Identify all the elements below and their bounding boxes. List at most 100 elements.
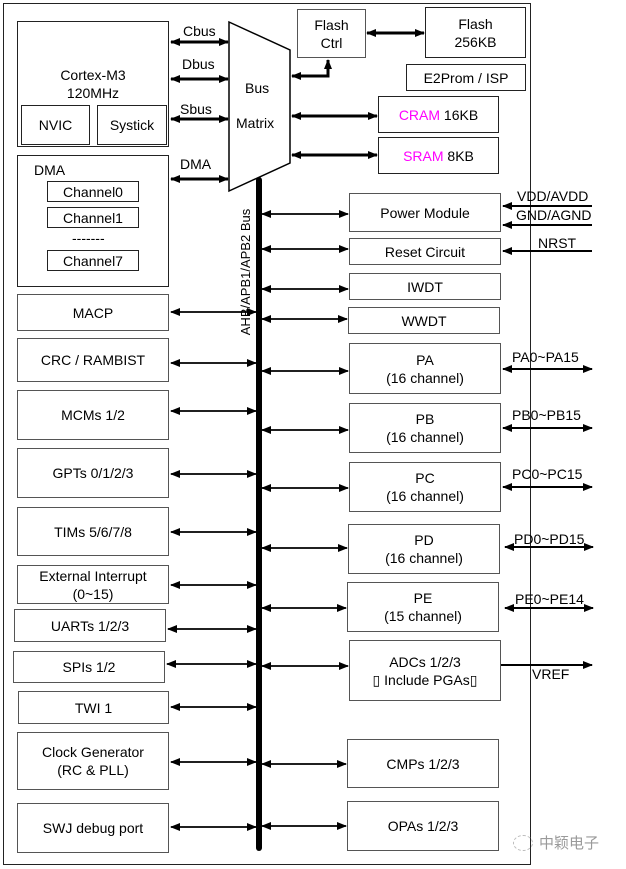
sbus-label: Sbus <box>180 101 212 117</box>
dma-channel-0: Channel0 <box>47 181 139 202</box>
e2prom-label: E2Prom / ISP <box>423 69 509 86</box>
gpts-block: GPTs 0/1/2/3 <box>17 448 169 498</box>
cram-size: 16KB <box>440 106 479 123</box>
flash-ctrl-arrow <box>291 59 332 80</box>
pb-label: (16 channel) <box>386 429 464 445</box>
pd-label: PD <box>414 532 434 548</box>
gpts-label: GPTs 0/1/2/3 <box>52 465 134 481</box>
sram-size: 8KB <box>443 147 474 164</box>
mcms-block: MCMs 1/2 <box>17 390 169 440</box>
flash-label-2: 256KB <box>454 33 497 50</box>
spis-block: SPIs 1/2 <box>13 651 165 683</box>
sram-name: SRAM <box>403 147 444 164</box>
bus-matrix-label-1: Bus <box>245 80 270 96</box>
watermark: 中颖电子 <box>513 832 599 853</box>
spis-label: SPIs 1/2 <box>62 659 116 675</box>
pd-pin-label: PD0~PD15 <box>514 531 585 547</box>
twi-block: TWI 1 <box>18 691 169 724</box>
adcs-block: ADCs 1/2/3▯ Include PGAs▯ <box>349 640 501 701</box>
tims-block: TIMs 5/6/7/8 <box>17 507 169 556</box>
crc-label: CRC / RAMBIST <box>40 352 146 368</box>
dbus-label: Dbus <box>182 56 215 72</box>
pd-label: (16 channel) <box>385 550 463 566</box>
bus-matrix-label-2: Matrix <box>236 115 275 131</box>
channel-label: Channel7 <box>63 252 123 269</box>
wwdt-label: WWDT <box>401 312 447 329</box>
pa-label: PA <box>416 351 434 368</box>
pd-block: PD (16 channel) <box>348 524 500 574</box>
clock-label: (RC & PLL) <box>57 762 129 778</box>
mcms-label: MCMs 1/2 <box>61 407 125 423</box>
chip-boundary <box>3 3 531 865</box>
swj-block: SWJ debug port <box>17 803 169 853</box>
macp-block: MACP <box>17 294 169 331</box>
reset-label: Reset Circuit <box>384 243 466 260</box>
bus-matrix-shape <box>228 20 291 193</box>
dma-bus-label: DMA <box>180 156 212 172</box>
pe-block: PE (15 channel) <box>347 582 499 632</box>
dma-channel-7: Channel7 <box>47 250 139 271</box>
nvic-label: NVIC <box>38 117 73 133</box>
pa-label: (16 channel) <box>386 369 464 386</box>
macp-label: MACP <box>72 304 114 321</box>
cbus-label: Cbus <box>183 23 216 39</box>
exti-label: External Interrupt <box>39 567 147 584</box>
crc-block: CRC / RAMBIST <box>17 338 169 382</box>
pb-block: PB (16 channel) <box>349 403 501 453</box>
watermark-text: 中颖电子 <box>539 835 600 852</box>
pa-block: PA(16 channel) <box>349 343 501 394</box>
pc-label: (16 channel) <box>386 488 464 504</box>
pb-label: PB <box>415 411 435 427</box>
exti-label: (0~15) <box>72 585 114 602</box>
iwdt-block: IWDT <box>349 273 501 300</box>
nrst-label: NRST <box>538 235 577 251</box>
reset-block: Reset Circuit <box>349 238 501 265</box>
vdd-label: VDD/AVDD <box>517 188 589 204</box>
pc-block: PC (16 channel) <box>349 462 501 512</box>
uarts-block: UARTs 1/2/3 <box>14 609 166 642</box>
clock-label: Clock Generator <box>42 744 144 760</box>
e2prom-block: E2Prom / ISP <box>406 64 526 91</box>
nvic-block: NVIC <box>21 105 90 145</box>
system-bus-label: AHB/APB1/APB2 Bus <box>238 208 253 336</box>
cram-block: CRAM 16KB <box>378 96 499 133</box>
pb-pin-label: PB0~PB15 <box>512 407 581 423</box>
power-label: Power Module <box>380 204 470 221</box>
pe-label: PE <box>413 590 433 606</box>
wechat-icon <box>513 834 533 851</box>
tims-label: TIMs 5/6/7/8 <box>54 523 132 540</box>
cram-name: CRAM <box>398 106 441 123</box>
cmps-block: CMPs 1/2/3 <box>347 739 499 788</box>
iwdt-label: IWDT <box>407 278 443 295</box>
pc-label: PC <box>415 470 435 486</box>
dma-title: DMA <box>34 162 66 178</box>
channel-label: Channel0 <box>63 183 123 200</box>
core-title: Cortex-M3 <box>60 67 126 83</box>
flash-ctrl-label-2: Ctrl <box>320 34 343 51</box>
flash-ctrl-label-1: Flash <box>314 16 349 33</box>
opas-label: OPAs 1/2/3 <box>387 818 459 834</box>
opas-block: OPAs 1/2/3 <box>347 801 499 851</box>
vref-label: VREF <box>532 666 570 682</box>
adcs-label: ▯ Include PGAs▯ <box>372 671 478 688</box>
clock-block: Clock Generator (RC & PLL) <box>17 732 169 790</box>
channel-label: Channel1 <box>63 209 123 226</box>
pe-label: (15 channel) <box>384 608 462 624</box>
adcs-label: ADCs 1/2/3 <box>389 653 461 670</box>
swj-label: SWJ debug port <box>42 820 144 836</box>
uarts-label: UARTs 1/2/3 <box>50 617 130 634</box>
pc-pin-label: PC0~PC15 <box>512 466 583 482</box>
dma-ellipsis: ------- <box>72 230 105 246</box>
twi-label: TWI 1 <box>74 699 113 716</box>
pe-pin-label: PE0~PE14 <box>515 591 584 607</box>
sram-block: SRAM 8KB <box>378 137 499 174</box>
power-block: Power Module <box>349 193 501 232</box>
systick-label: Systick <box>109 117 155 133</box>
gnd-label: GND/AGND <box>516 207 592 223</box>
cmps-label: CMPs 1/2/3 <box>386 755 460 772</box>
dma-channel-1: Channel1 <box>47 207 139 228</box>
pa-pin-label: PA0~PA15 <box>512 349 579 365</box>
